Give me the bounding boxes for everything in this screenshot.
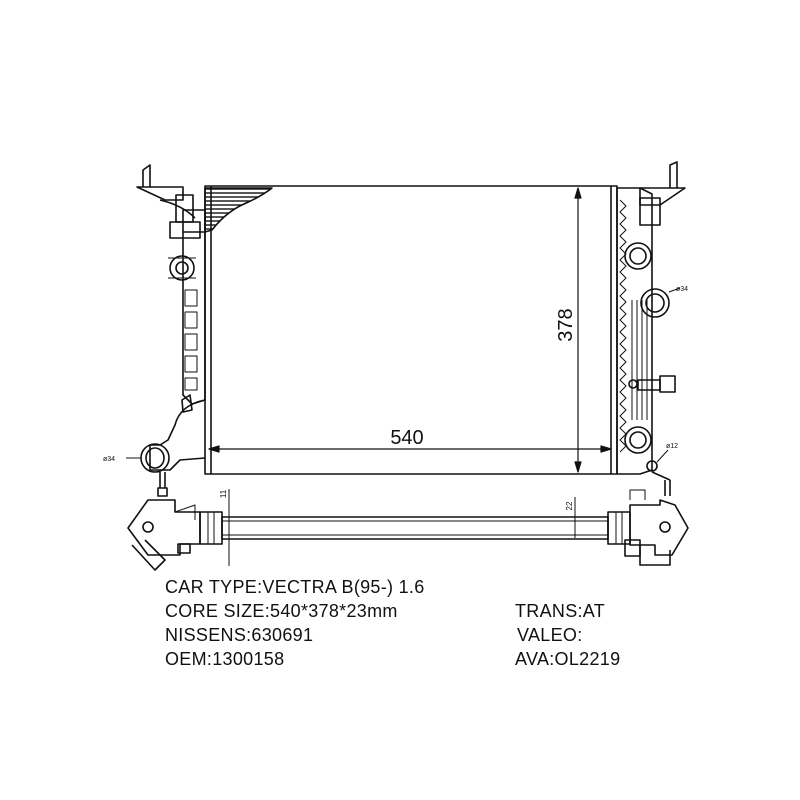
- width-dimension: [208, 445, 612, 453]
- right-upper-fitting: [624, 242, 652, 270]
- thickness-dimension-label-a: 11: [219, 489, 228, 498]
- left-inlet-pipe: [140, 394, 206, 497]
- right-outlet-diameter-label: ø34: [676, 286, 688, 293]
- radiator-bottom-view: [127, 489, 689, 571]
- nissens-text: NISSENS:630691: [165, 625, 314, 645]
- small-nipple-diameter-label: ø12: [666, 443, 678, 450]
- left-mounting-bracket: [136, 164, 201, 239]
- core-size-text: CORE SIZE:540*378*23mm: [165, 601, 398, 621]
- width-dimension-label: 540: [390, 427, 423, 449]
- right-sensor-port: [628, 375, 676, 393]
- valeo-text: VALEO:: [517, 625, 583, 645]
- left-drain-plug: [168, 255, 196, 281]
- thickness-dimension-label-b: 22: [565, 501, 574, 510]
- height-dimension-label: 378: [555, 308, 577, 341]
- right-outlet-pipe: [640, 287, 681, 318]
- car-type-text: CAR TYPE:VECTRA B(95-) 1.6: [165, 577, 425, 597]
- left-outlet-diameter-label: ø34: [103, 456, 115, 463]
- oem-text: OEM:1300158: [165, 649, 285, 669]
- right-tank: [616, 161, 686, 496]
- core-fin-hatching: [204, 187, 273, 233]
- ava-text: AVA:OL2219: [515, 649, 621, 669]
- right-lower-fitting: [624, 426, 652, 454]
- left-tank: [136, 164, 206, 497]
- height-dimension: [574, 187, 582, 473]
- right-mounting-bracket: [639, 161, 686, 226]
- right-small-nipple: [646, 449, 671, 496]
- trans-text: TRANS:AT: [515, 601, 606, 621]
